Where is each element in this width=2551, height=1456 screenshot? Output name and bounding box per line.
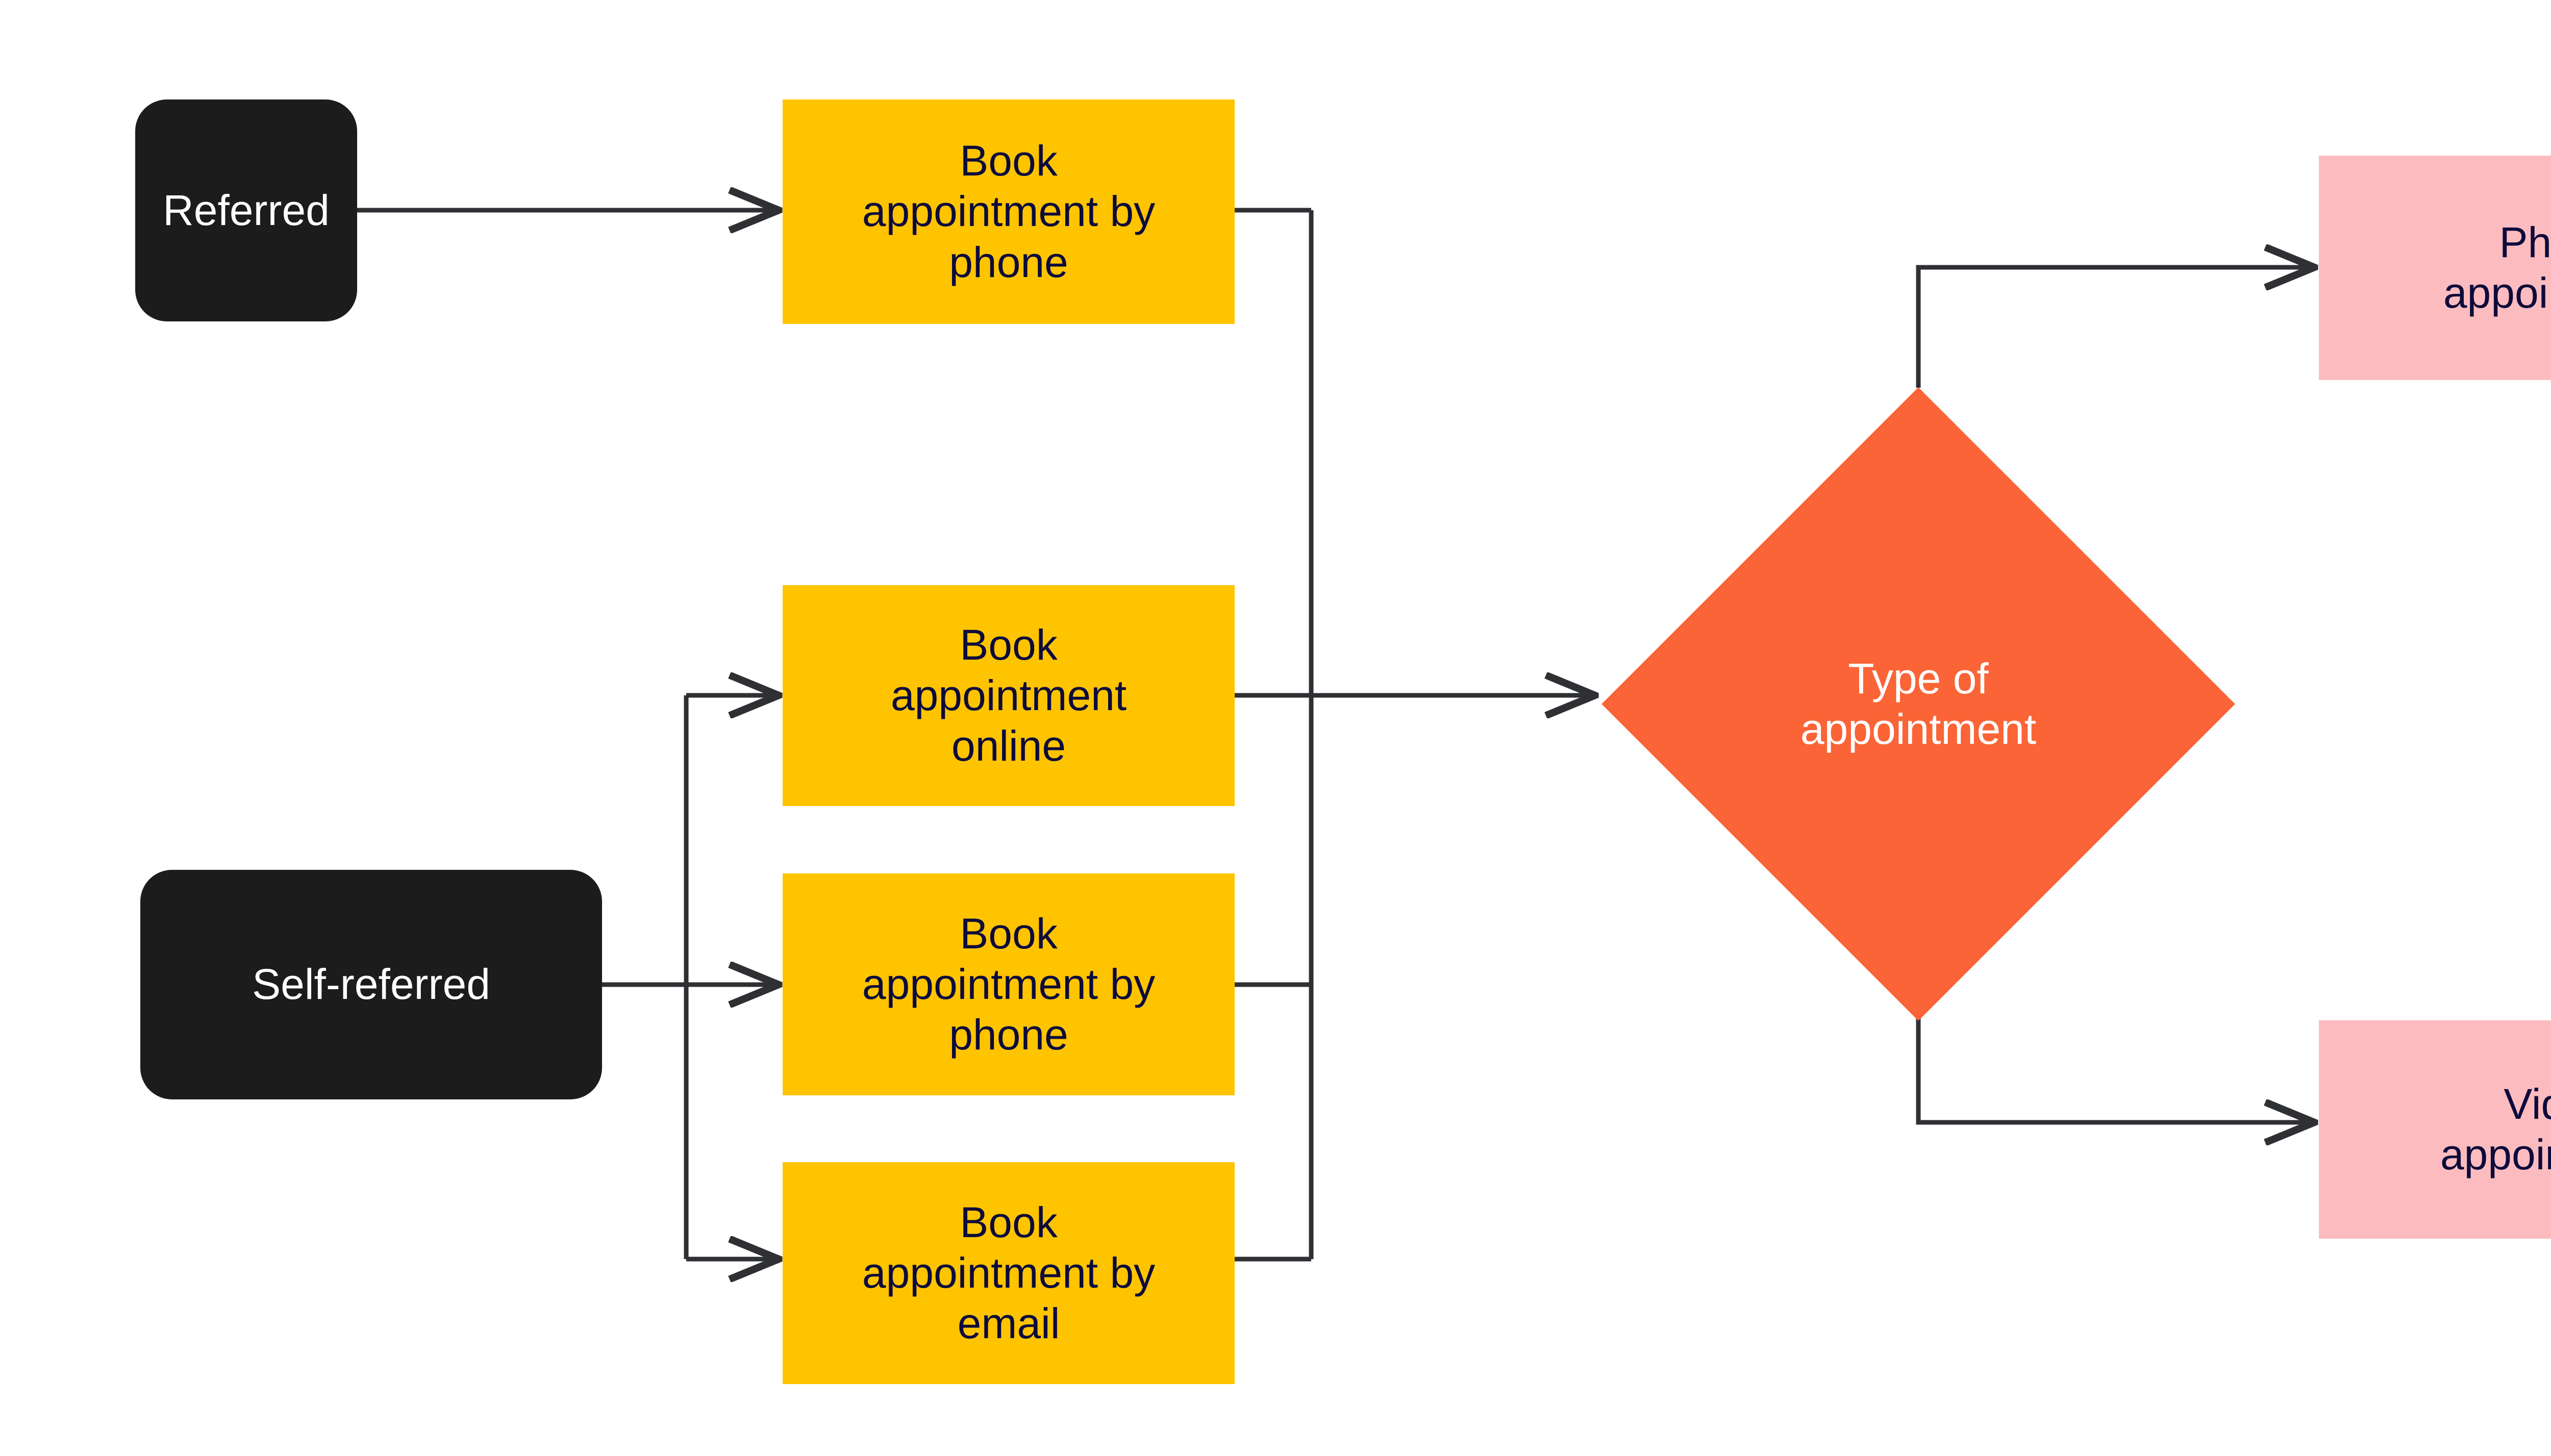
node-video-appointment[interactable]: Video appointment: [2319, 1020, 2551, 1239]
node-book-appointment-by-phone-self[interactable]: Book appointment by phone: [783, 873, 1235, 1095]
node-book-appointment-by-email[interactable]: Book appointment by email: [783, 1162, 1235, 1384]
node-video-appointment-label: Video appointment: [2440, 1080, 2551, 1178]
node-phone-appointment[interactable]: Phone appointment: [2319, 156, 2551, 380]
node-book-online-label: Book appointment online: [890, 620, 1127, 770]
node-phone-appointment-label: Phone appointment: [2443, 218, 2551, 317]
node-book-appointment-online[interactable]: Book appointment online: [783, 585, 1235, 806]
node-type-of-appointment-label: Type of appointment: [1800, 654, 2037, 753]
node-book-appointment-by-phone-referred[interactable]: Book appointment by phone: [783, 99, 1235, 324]
node-referred-label: Referred: [163, 186, 330, 234]
node-book-email-label: Book appointment by email: [862, 1198, 1156, 1348]
node-referred[interactable]: Referred: [135, 99, 357, 321]
node-type-of-appointment[interactable]: Type of appointment: [1602, 387, 2235, 1021]
node-book-phone-referred-label: Book appointment by phone: [862, 137, 1156, 286]
node-self-referred[interactable]: Self-referred: [140, 870, 602, 1099]
edge-decision-to-phone-appointment: [1916, 267, 2315, 388]
node-self-referred-label: Self-referred: [252, 960, 490, 1009]
node-book-phone-self-label: Book appointment by phone: [862, 909, 1156, 1059]
edge-decision-to-video-appointment: [1916, 1015, 2315, 1122]
